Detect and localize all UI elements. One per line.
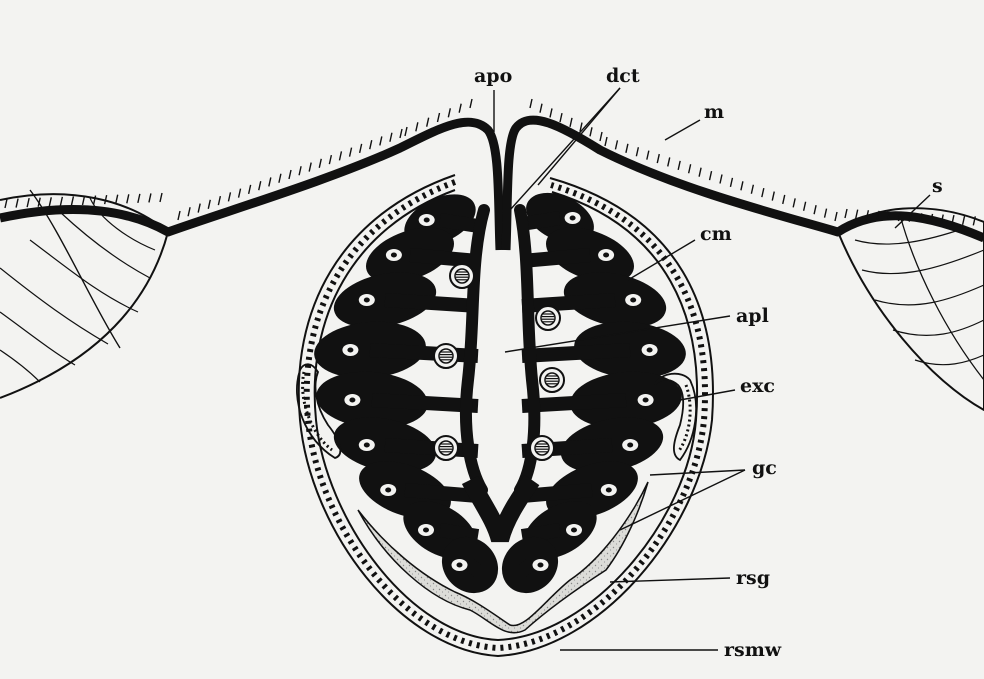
label-rsmw: rsmw [724,639,782,661]
cuticle [0,99,984,250]
label-cm: cm [700,223,732,245]
label-apl: apl [736,305,769,327]
label-dct: dct [606,65,640,87]
hatched-nuclei [434,264,564,460]
label-apo: apo [474,65,512,87]
label-gc: gc [752,457,777,479]
right-appendage [838,208,984,410]
label-rsg: rsg [736,567,770,589]
label-m: m [704,101,724,123]
label-s: s [932,175,943,197]
label-exc: exc [740,375,775,397]
